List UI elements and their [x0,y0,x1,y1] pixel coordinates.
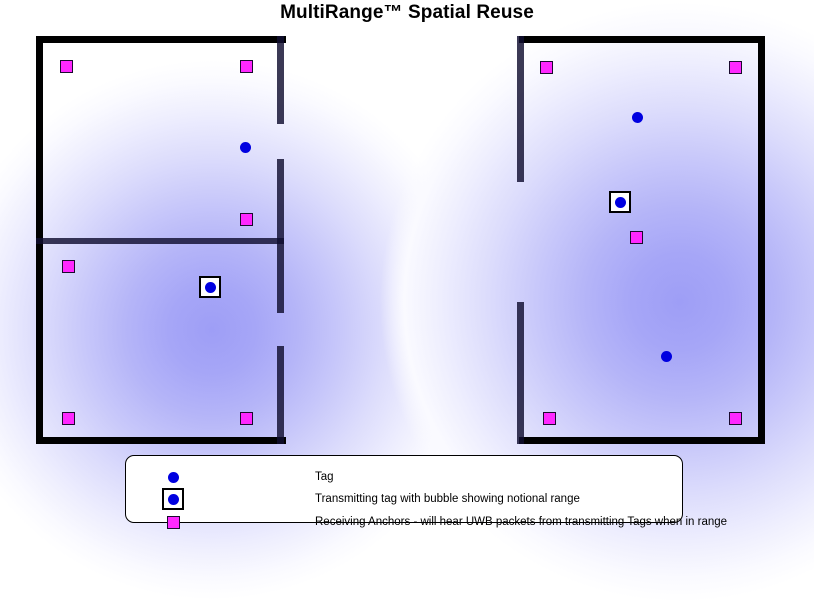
left-building-interior-wall-vertical-middle [277,159,284,313]
left-building-interior-wall-vertical-upper [277,36,284,124]
legend-item-anchor: Receiving Anchors - will hear UWB packet… [126,511,727,533]
left-building-wall-bottom [36,437,286,444]
anchor-right-top-left[interactable] [540,61,553,74]
anchor-left-mid-right[interactable] [240,213,253,226]
anchor-right-bottom-right[interactable] [729,412,742,425]
anchor-left-top-left[interactable] [60,60,73,73]
legend-item-transmitting-tag-label: Transmitting tag with bubble showing not… [315,493,580,505]
anchor-left-mid-left[interactable] [62,260,75,273]
tag-right-upper[interactable] [632,112,643,123]
anchor-left-bottom-right[interactable] [240,412,253,425]
legend-anchor-square-icon [160,511,186,533]
right-building-wall-top [519,36,765,43]
right-building-wall-bottom [519,437,765,444]
left-building-interior-wall-horizontal [36,238,284,244]
page-title: MultiRange™ Spatial Reuse [280,2,534,23]
anchor-right-center[interactable] [630,231,643,244]
anchor-left-bottom-left[interactable] [62,412,75,425]
legend-item-tag: Tag [126,466,682,488]
right-building-wall-right [758,36,765,444]
transmitting-tag-right-dot [614,196,626,208]
right-building-interior-wall-vertical-lower [517,302,524,444]
legend-tag-dot-icon [160,466,186,488]
tag-right-lower[interactable] [661,351,672,362]
transmitting-tag-right[interactable] [609,191,631,213]
anchor-right-bottom-left[interactable] [543,412,556,425]
anchor-right-top-right[interactable] [729,61,742,74]
transmitting-tag-left[interactable] [199,276,221,298]
legend: Tag Transmitting tag with bubble showing… [125,455,727,529]
left-building-interior-wall-vertical-lower [277,346,284,444]
legend-item-transmitting-tag: Transmitting tag with bubble showing not… [126,488,682,510]
transmitting-tag-left-dot [204,281,216,293]
legend-item-anchor-label: Receiving Anchors - will hear UWB packet… [315,516,728,528]
right-building-interior-wall-vertical-upper [517,36,524,182]
tag-left-upper[interactable] [240,142,251,153]
legend-item-tag-label: Tag [315,471,334,483]
legend-transmitting-tag-icon [160,488,186,510]
anchor-left-top-right[interactable] [240,60,253,73]
left-building-wall-top [36,36,286,43]
